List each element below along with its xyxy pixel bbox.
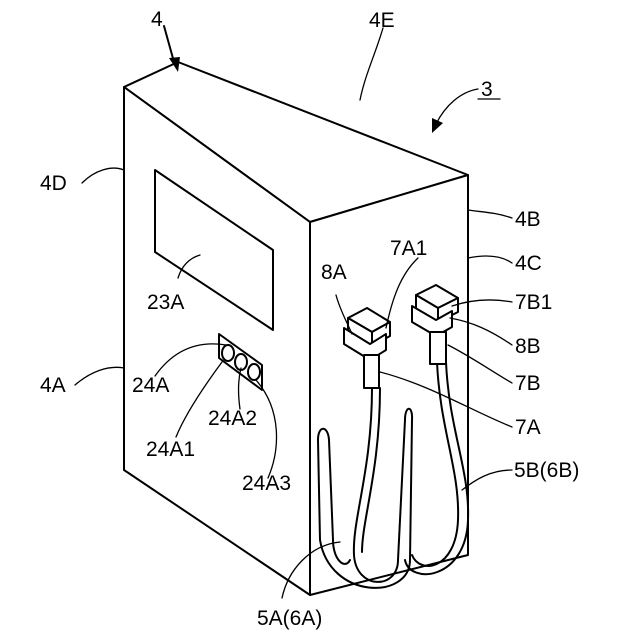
label-23A: 23A [147, 291, 184, 314]
label-7B1: 7B1 [515, 291, 552, 314]
button-24A1 [222, 345, 234, 361]
label-24A2: 24A2 [208, 407, 257, 430]
label-24A: 24A [132, 374, 169, 397]
label-5A: 5A(6A) [257, 607, 322, 630]
label-7A: 7A [515, 416, 541, 439]
connector-7A-grip [364, 355, 379, 388]
label-4A: 4A [40, 374, 66, 397]
label-4D: 4D [40, 172, 67, 195]
label-8A: 8A [321, 261, 347, 284]
leader-4D [82, 168, 124, 183]
leader-5B [462, 470, 512, 490]
cabinet-side-face-4C [310, 175, 468, 595]
label-4B: 4B [515, 208, 541, 231]
label-7A1: 7A1 [390, 237, 427, 260]
label-4C: 4C [515, 252, 542, 275]
label-5B: 5B(6B) [514, 459, 579, 482]
leader-4E [360, 28, 383, 100]
label-4E: 4E [369, 9, 395, 32]
connector-7B-grip [430, 332, 446, 364]
label-8B: 8B [515, 335, 541, 358]
label-24A3: 24A3 [242, 472, 291, 495]
label-7B: 7B [515, 372, 541, 395]
cabinet [124, 62, 468, 595]
leader-4A [75, 367, 124, 385]
arrow-4-line [164, 26, 174, 62]
label-3: 3 [481, 78, 493, 101]
button-24A3 [248, 364, 260, 380]
arrow-3-line [436, 89, 478, 124]
label-24A1: 24A1 [146, 438, 195, 461]
leader-4C [468, 256, 512, 263]
label-4: 4 [151, 8, 163, 31]
leader-4B [468, 210, 512, 218]
